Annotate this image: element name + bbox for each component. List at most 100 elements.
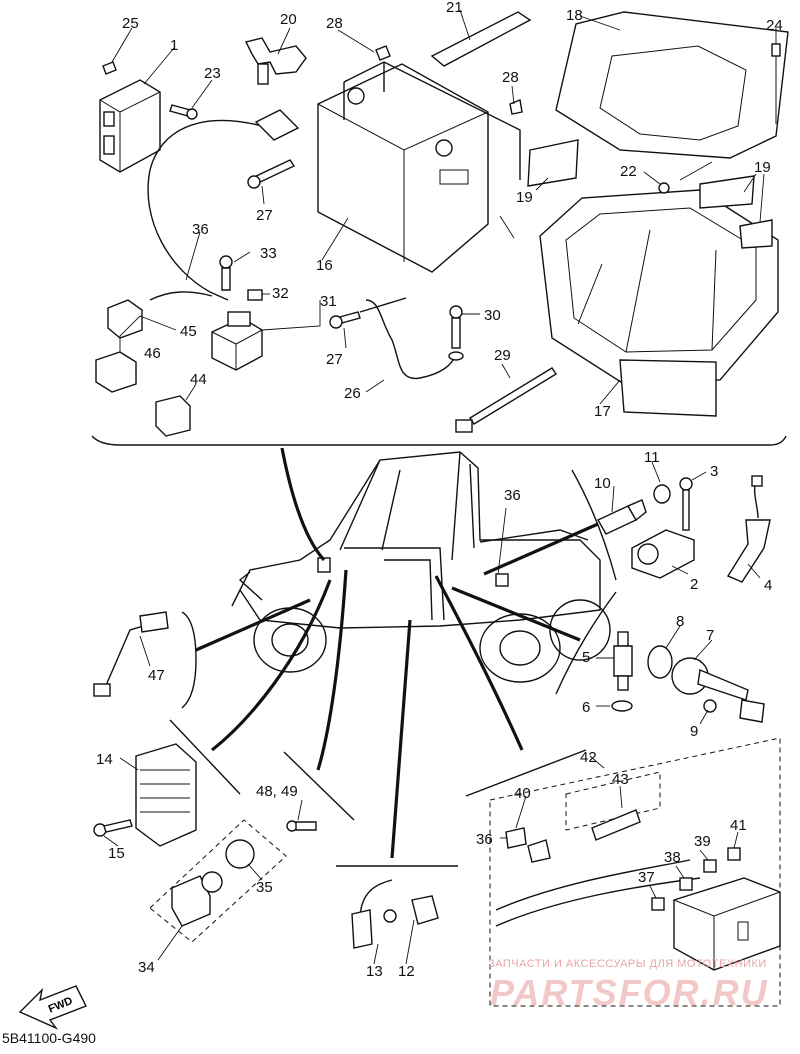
- callout-35: 35: [256, 879, 273, 896]
- part-30-bolt: [448, 305, 464, 361]
- cable-26-lead: [359, 297, 407, 313]
- callout-14: 14: [96, 751, 113, 768]
- part-6-washer: [611, 700, 633, 712]
- vehicle-utv: [231, 451, 611, 683]
- drawing-code: 5B41100-G490: [2, 1030, 96, 1046]
- part-28a-nut: [375, 45, 391, 61]
- callout-23: 23: [204, 65, 221, 82]
- callout-25: 25: [122, 15, 139, 32]
- bracket-47: [181, 611, 197, 709]
- callout-30: 30: [484, 307, 501, 324]
- callout-39: 39: [694, 833, 711, 850]
- part-22-bolt: [658, 182, 670, 194]
- part-25-clip: [102, 61, 117, 75]
- callout-18: 18: [566, 7, 583, 24]
- callout-19a: 19: [516, 189, 533, 206]
- callout-45: 45: [180, 323, 197, 340]
- callout-numbers: 1 2 3 4 5 6 7 8 9 10 11 12 13 14 15 16 1…: [96, 0, 783, 980]
- callout-40: 40: [514, 785, 531, 802]
- callout-13: 13: [366, 963, 383, 980]
- callout-28b: 28: [502, 69, 519, 86]
- part-31-relay: [211, 311, 263, 371]
- part-39-fuse: [703, 859, 717, 873]
- guide-48: [316, 569, 348, 771]
- cable-36-top-b: [149, 291, 213, 301]
- part-37-fuse: [651, 897, 665, 911]
- bracket-2: [571, 469, 617, 581]
- group-43-dash: [565, 771, 661, 831]
- callout-36c: 36: [476, 831, 493, 848]
- bracket-42: [465, 749, 587, 797]
- part-12-13-sensor: [351, 879, 439, 949]
- part-33-bolt: [219, 255, 233, 291]
- callout-16: 16: [316, 257, 333, 274]
- callout-42: 42: [580, 749, 597, 766]
- callout-21: 21: [446, 0, 463, 16]
- callout-6: 6: [582, 699, 590, 716]
- callout-10: 10: [594, 475, 611, 492]
- guide-12: [390, 619, 412, 859]
- callout-5: 5: [582, 649, 590, 666]
- part-28b-nut: [509, 99, 523, 115]
- part-26-cable: [365, 299, 457, 380]
- bracket-14: [169, 719, 241, 795]
- fuse-box: [673, 877, 781, 971]
- callout-22: 22: [620, 163, 637, 180]
- callout-48-49: 48, 49: [256, 783, 298, 800]
- callout-43: 43: [612, 771, 629, 788]
- top-section-boundary: [91, 435, 787, 446]
- part-4-plug-cap: [726, 475, 771, 583]
- part-15-bolt: [93, 819, 133, 837]
- callout-34: 34: [138, 959, 155, 976]
- callout-12: 12: [398, 963, 415, 980]
- part-19b-pad: [699, 175, 755, 209]
- callout-2: 2: [690, 576, 698, 593]
- part-47-sensor: [93, 611, 169, 697]
- part-29-cable-tie: [455, 367, 557, 433]
- wire-harness: [495, 809, 701, 927]
- guide-42: [434, 575, 524, 751]
- guide-5: [451, 586, 581, 642]
- callout-17: 17: [594, 403, 611, 420]
- part-34-switch: [171, 839, 255, 927]
- callout-27a: 27: [256, 207, 273, 224]
- part-7-sensor: [671, 657, 765, 723]
- callout-27b: 27: [326, 351, 343, 368]
- callout-31: 31: [320, 293, 337, 310]
- guide-14: [211, 579, 332, 752]
- part-20-bracket: [244, 37, 307, 85]
- callout-41: 41: [730, 817, 747, 834]
- part-23-bolt: [169, 104, 198, 120]
- callout-36a: 36: [192, 221, 209, 238]
- callout-36b: 36: [504, 487, 521, 504]
- part-9-bolt: [703, 699, 717, 713]
- callout-26: 26: [344, 385, 361, 402]
- part-10-sensor: [597, 499, 647, 535]
- part-17-tray: [539, 189, 779, 417]
- group-34-35-dash: [149, 819, 287, 943]
- callout-7: 7: [706, 627, 714, 644]
- callout-33: 33: [260, 245, 277, 262]
- part-11-washer: [653, 484, 671, 504]
- bracket-48: [283, 751, 355, 821]
- part-45-relay: [107, 299, 143, 339]
- part-38-fuse: [679, 877, 693, 891]
- part-16-battery: [317, 63, 489, 273]
- battery-frame: [343, 61, 521, 180]
- callout-20: 20: [280, 11, 297, 28]
- part-19a-pad: [527, 139, 579, 187]
- part-14-regulator: [135, 743, 197, 847]
- watermark-logo: PARTSFOR.RU: [490, 972, 769, 1013]
- guide-47: [195, 598, 311, 652]
- callout-3: 3: [710, 463, 718, 480]
- part-27a-screw: [247, 159, 296, 189]
- fwd-arrow-icon: [18, 985, 87, 1030]
- callout-19b: 19: [754, 159, 771, 176]
- part-3-bolt: [679, 477, 693, 531]
- callout-1: 1: [170, 37, 178, 54]
- callout-28a: 28: [326, 15, 343, 32]
- callout-8: 8: [676, 613, 684, 630]
- part-44-relay: [155, 395, 191, 437]
- callout-37: 37: [638, 869, 655, 886]
